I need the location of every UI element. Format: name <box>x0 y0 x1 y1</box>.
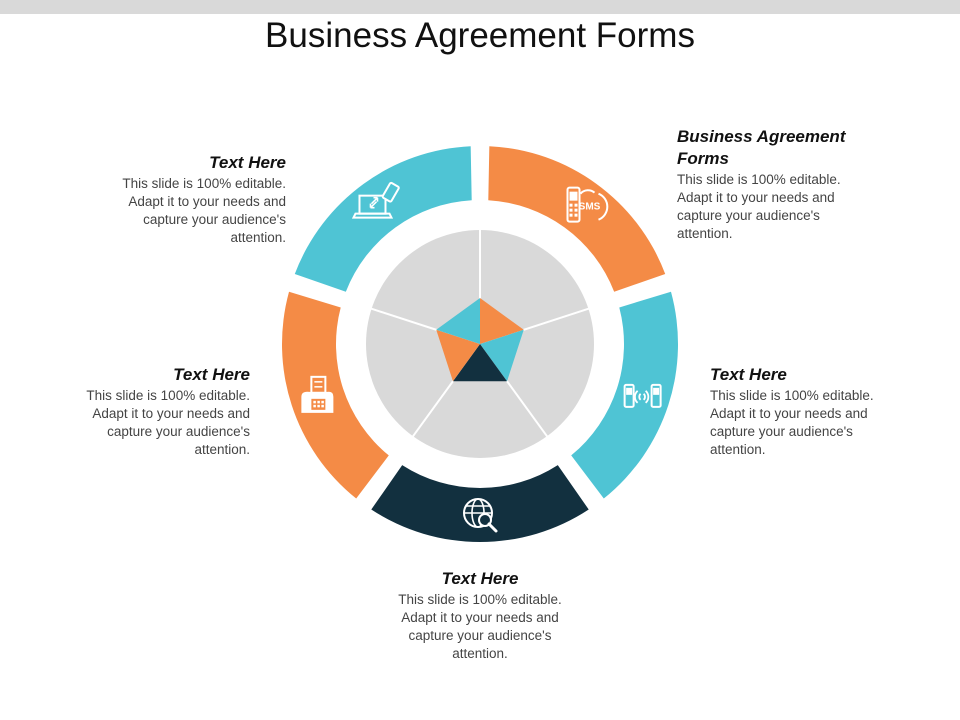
pentagon-slice <box>452 344 508 382</box>
mobile-transfer-icon <box>623 383 662 408</box>
text-block-heading: Text Here <box>710 365 787 384</box>
text-block-body: This slide is 100% editable. Adapt it to… <box>86 388 250 457</box>
pentagon-slice <box>436 329 480 382</box>
text-block-body: This slide is 100% editable. Adapt it to… <box>122 176 286 245</box>
pentagon-slice <box>436 298 480 344</box>
text-block-top-right: Business Agreement Forms This slide is 1… <box>677 126 877 243</box>
ring-segment-bottom <box>371 465 589 542</box>
top-bar <box>0 0 960 14</box>
text-block-heading: Business Agreement Forms <box>677 127 846 168</box>
text-block-top-left: Text Here This slide is 100% editable. A… <box>116 152 286 247</box>
page-title: Business Agreement Forms <box>265 16 695 55</box>
laptop-phone-sync-icon <box>351 181 400 219</box>
text-block-body: This slide is 100% editable. Adapt it to… <box>710 388 874 457</box>
ring-segment-left <box>282 291 389 499</box>
text-block-bottom: Text Here This slide is 100% editable. A… <box>392 568 568 663</box>
svg-text:SMS: SMS <box>579 202 601 213</box>
text-block-left: Text Here This slide is 100% editable. A… <box>80 364 250 459</box>
pentagon-slice <box>480 329 524 382</box>
fax-document-icon <box>301 375 334 413</box>
text-block-heading: Text Here <box>209 153 286 172</box>
text-block-heading: Text Here <box>173 365 250 384</box>
text-block-heading: Text Here <box>441 569 519 588</box>
text-block-body: This slide is 100% editable. Adapt it to… <box>677 172 841 241</box>
globe-search-icon <box>463 498 498 533</box>
ring-segment-top-left <box>294 146 472 292</box>
pentagon-slice <box>480 298 524 344</box>
text-block-body: This slide is 100% editable. Adapt it to… <box>398 592 562 661</box>
text-block-right: Text Here This slide is 100% editable. A… <box>710 364 880 459</box>
sms-phone-icon: SMS <box>566 186 609 223</box>
ring-segment-top-right <box>488 146 666 292</box>
